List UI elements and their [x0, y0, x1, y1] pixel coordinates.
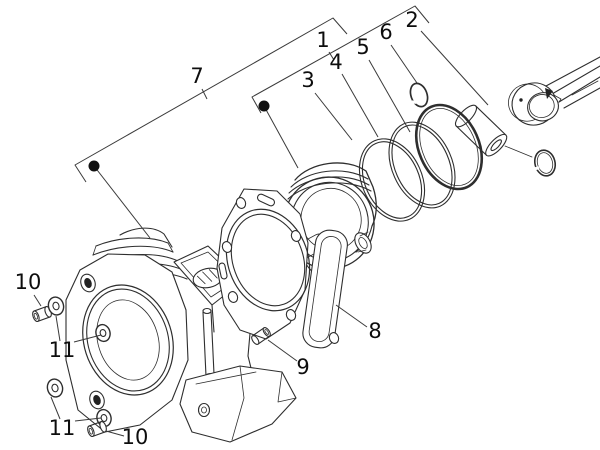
callout-11-washer-lower: 11: [49, 396, 102, 440]
leader-line: [74, 417, 102, 422]
leader-line: [267, 339, 298, 362]
callout-label-11: 11: [49, 416, 76, 440]
callout-label-7: 7: [190, 64, 203, 88]
leader-line: [368, 59, 411, 133]
callout-11-washer-upper: 11: [49, 315, 102, 362]
callout-label-2: 2: [405, 8, 418, 32]
cylinder-stud: [202, 310, 215, 377]
leader-line: [55, 315, 61, 342]
gasket-bolt-holes: [218, 193, 340, 344]
leader-line: [105, 430, 125, 437]
block-foot: [179, 365, 297, 443]
connecting-rod: [508, 56, 600, 126]
callout-label-8: 8: [368, 319, 381, 343]
stud-bush-lower: [87, 420, 107, 438]
callout-label-4: 4: [329, 50, 342, 74]
leader-line: [74, 17, 348, 183]
callout-label-1: 1: [316, 28, 329, 52]
washer-upper-free: [47, 296, 65, 316]
leader-line: [50, 396, 61, 420]
callout-6-pin-circlip: 6: [379, 20, 418, 84]
leader-line: [341, 73, 379, 138]
callout-9-dowel-bush: 9: [267, 339, 310, 379]
pin-circlip: [409, 82, 429, 108]
callout-label-10: 10: [122, 425, 149, 449]
assembly-arrow-mark: [545, 88, 553, 99]
leader-line: [251, 5, 430, 114]
gasket-bore-ring: [225, 208, 311, 312]
callout-10-stud-bush-upper: 10: [15, 270, 42, 307]
leader-line: [335, 304, 368, 328]
group-dot: [88, 160, 100, 172]
washer-lower-free: [46, 378, 64, 398]
callout-2-gudgeon-pin: 2: [405, 8, 489, 106]
callout-8-cylinder-gasket: 8: [335, 304, 382, 343]
leader-line: [73, 334, 102, 343]
callout-label-11: 11: [49, 338, 76, 362]
callout-3-piston: 3: [301, 68, 353, 141]
piston-ring-outer: [414, 103, 484, 191]
leader-line: [328, 51, 335, 61]
leader-line: [420, 30, 489, 106]
piston-ring-middle: [388, 121, 456, 209]
cylinder-gasket: [216, 188, 348, 349]
callout-label-5: 5: [356, 35, 369, 59]
gasket-chain-tunnel: [302, 229, 348, 349]
callout-5-piston-ring-middle: 5: [356, 35, 411, 133]
gudgeon-pin: [454, 104, 508, 157]
callout-label-9: 9: [296, 355, 309, 379]
callout-label-3: 3: [301, 68, 314, 92]
cylinder-face-plate: [65, 253, 189, 433]
piston-ring-inner: [358, 138, 426, 222]
callout-label-6: 6: [379, 20, 392, 44]
cylinder-block: [65, 227, 297, 443]
callout-7-cylinder-kit-group: 7: [74, 17, 348, 239]
pin-axis-line: [504, 145, 533, 158]
pin-circlip-lower: [533, 149, 557, 177]
block-top-ear: [119, 227, 173, 248]
callout-1-piston-assembly-group: 1: [251, 5, 430, 169]
rod-oil-hole: [519, 98, 523, 102]
dowel-bush: [251, 327, 271, 345]
leader-line: [93, 165, 151, 239]
leader-line: [263, 105, 299, 169]
piston-pin-boss: [354, 232, 372, 254]
group-dot: [258, 100, 270, 112]
callout-10-stud-bush-lower: 10: [105, 425, 149, 449]
leader-line: [201, 88, 208, 100]
cylinder-bore: [82, 284, 174, 396]
leader-line: [314, 92, 353, 141]
leader-line: [33, 294, 42, 307]
callout-4-piston-ring-inner: 4: [329, 50, 379, 138]
piston-crown-edge: [294, 162, 377, 227]
washer-upper-installed: [95, 323, 111, 343]
callout-label-10: 10: [15, 270, 42, 294]
leader-line: [390, 44, 418, 84]
